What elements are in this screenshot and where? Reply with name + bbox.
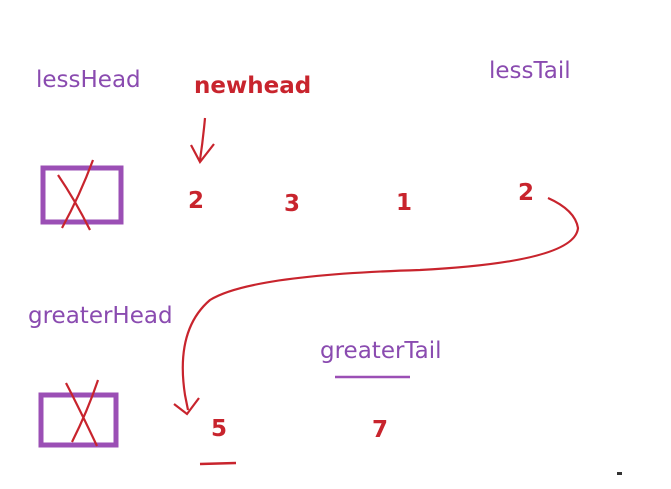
greater-head-dummy-box <box>38 392 119 448</box>
greater-head-cross-mark <box>65 379 100 447</box>
greater-node-1: 5 <box>211 416 228 442</box>
less-head-cross-mark <box>57 159 95 231</box>
node-5-underline <box>199 461 237 466</box>
stray-dot <box>617 472 622 475</box>
less-node-4: 2 <box>518 180 535 206</box>
greater-node-2: 7 <box>372 417 389 443</box>
newhead-arrow-tip <box>190 143 215 165</box>
less-node-1: 2 <box>188 188 205 214</box>
less-head-label: lessHead <box>36 67 141 93</box>
less-node-3: 1 <box>396 190 413 216</box>
less-node-2: 3 <box>284 191 301 217</box>
link-arrow-tip <box>173 397 200 416</box>
less-head-dummy-box <box>40 165 124 225</box>
link-arrow-curve <box>181 196 580 411</box>
newhead-arrow <box>198 117 207 161</box>
greater-head-label: greaterHead <box>28 303 173 329</box>
less-tail-label: lessTail <box>489 58 571 84</box>
greater-tail-label: greaterTail <box>320 338 442 364</box>
new-head-label: newhead <box>194 73 312 99</box>
